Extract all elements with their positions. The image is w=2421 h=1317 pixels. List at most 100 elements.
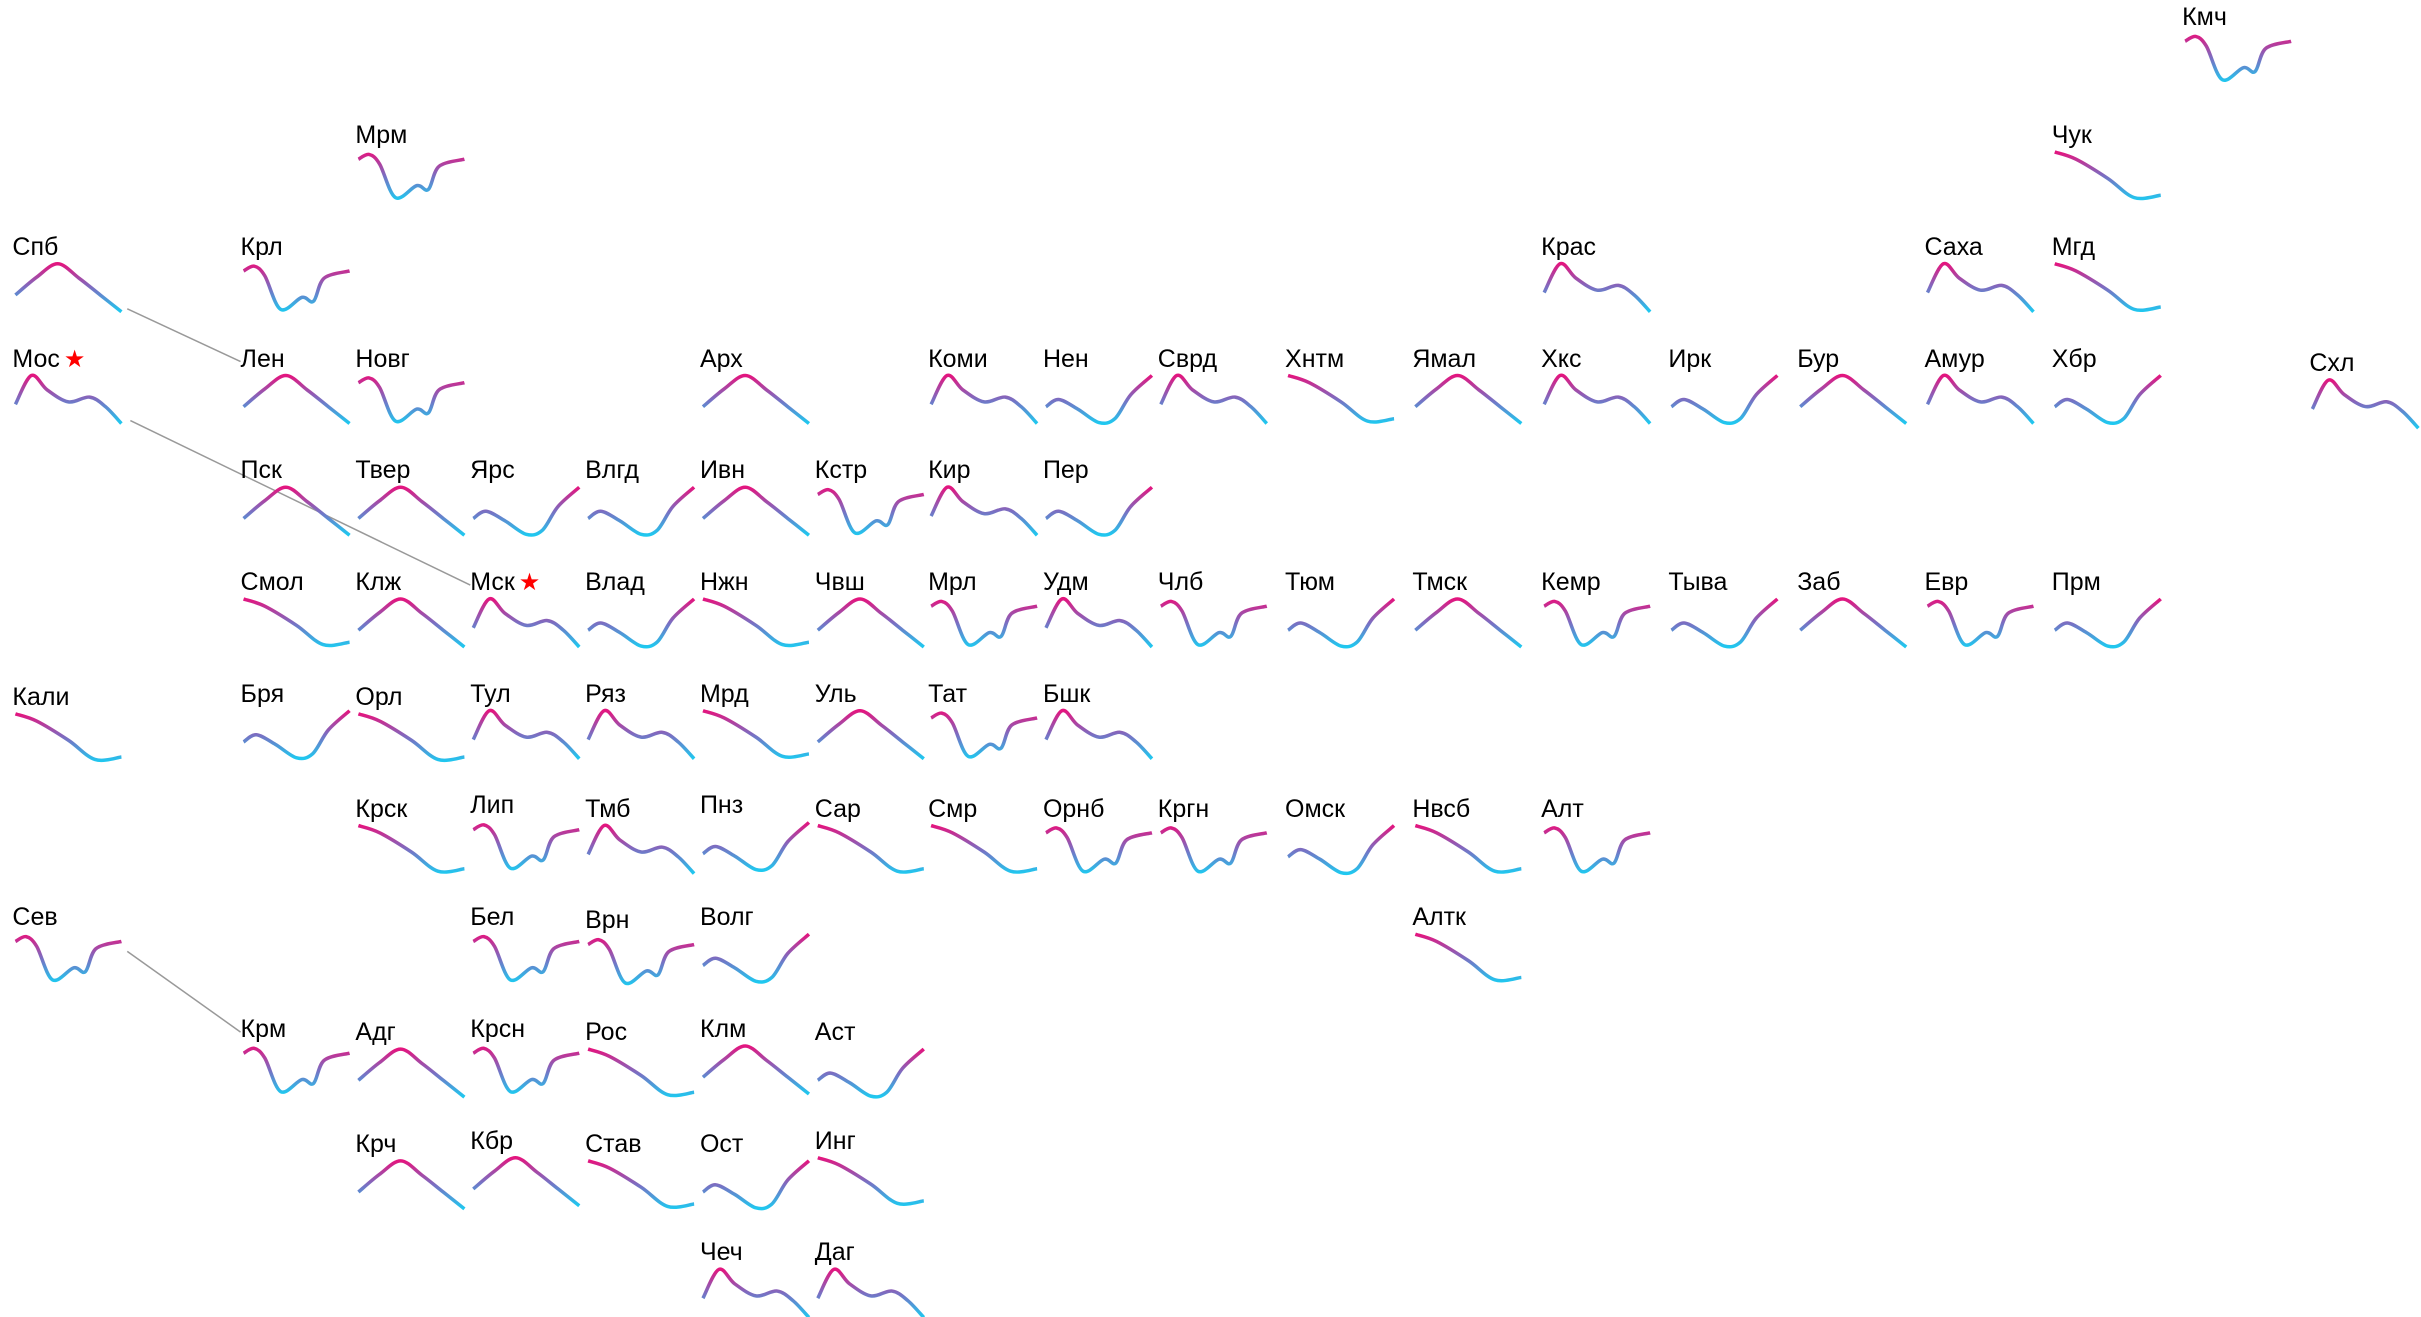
sparkline-Крч [357, 1159, 466, 1211]
region-label: Тыва [1668, 567, 1727, 597]
region-name: Крч [355, 1129, 397, 1158]
region-name: Мгд [2051, 232, 2096, 261]
region-label: Кир [928, 455, 970, 485]
region-name: Хбр [2051, 344, 2097, 373]
region-name: Сев [12, 903, 58, 932]
region-label: Бшк [1043, 679, 1090, 709]
region-label: Нвсб [1412, 794, 1470, 824]
region-name: Кмч [2182, 3, 2227, 32]
region-name: Заб [1797, 568, 1841, 596]
region-label: Волг [700, 902, 754, 932]
sparkline-Заб [1799, 597, 1908, 649]
sparkline-Лен [242, 373, 351, 425]
region-name: Нжн [699, 568, 749, 596]
region-name: Пск [240, 456, 282, 485]
sparkline-Удм [1044, 597, 1154, 649]
sparkline-Арх [701, 373, 811, 425]
sparkline-Аст [816, 1047, 925, 1099]
region-name: Коми [928, 344, 988, 373]
region-name: Став [585, 1129, 642, 1158]
region-label: Пнз [700, 790, 743, 820]
region-name: Чвш [814, 568, 865, 596]
region-name: Алт [1541, 794, 1584, 823]
region-name: Сврд [1157, 344, 1218, 373]
sparkline-Уль [816, 708, 925, 761]
region-name: Новг [355, 344, 410, 373]
region-name: Ярс [470, 456, 515, 485]
sparkline-Тюм [1287, 597, 1396, 649]
sparkline-Нен [1044, 374, 1154, 426]
sparkline-Тат [930, 711, 1038, 759]
region-name: Крск [355, 794, 408, 823]
region-name: Мрл [928, 568, 977, 596]
sparkline-Орнб [1045, 826, 1153, 874]
sparkline-Клм [701, 1044, 811, 1096]
region-label: Чук [2052, 120, 2092, 150]
region-label: Крч [355, 1129, 396, 1159]
region-name: Прм [2051, 568, 2101, 596]
sparkline-Мрм [357, 152, 465, 200]
region-label: Хнтм [1285, 344, 1344, 374]
region-label: Евр [1924, 567, 1968, 597]
region-label: Кемр [1541, 567, 1601, 597]
region-name: Твер [355, 456, 411, 485]
sparkline-Крсн [472, 1046, 580, 1094]
region-name: Сар [814, 794, 861, 823]
sparkline-Бел [472, 934, 580, 983]
sparkline-Хкс [1542, 373, 1652, 425]
region-label: Тул [470, 679, 510, 709]
region-label: Твер [355, 455, 410, 485]
sparkline-Кали [14, 712, 122, 763]
region-name: Уль [814, 679, 857, 708]
region-label: Амур [1924, 344, 1984, 374]
region-label: Смол [241, 567, 304, 597]
region-name: Спб [12, 232, 59, 261]
region-label: Орнб [1043, 794, 1104, 824]
region-name: Бел [470, 903, 515, 932]
region-label: Бел [470, 902, 514, 932]
region-label: Мрм [355, 120, 407, 150]
sparkline-Алт [1543, 826, 1651, 874]
sparkline-Новг [357, 376, 465, 424]
region-label: Омск [1285, 794, 1345, 824]
sparkline-Лип [472, 823, 580, 871]
region-label: Коми [928, 344, 988, 374]
sparkline-Кстр [816, 487, 925, 536]
star-icon: ★ [63, 345, 86, 373]
star-icon: ★ [518, 569, 541, 596]
region-name: Крас [1541, 232, 1596, 261]
region-label: Смр [928, 794, 977, 824]
region-label: Мрд [700, 679, 749, 709]
region-label: Инг [815, 1126, 856, 1156]
region-label: Алт [1541, 794, 1584, 824]
sparkline-Кир [929, 485, 1039, 537]
region-name: Влгд [585, 456, 639, 485]
region-name: Ямал [1412, 344, 1477, 373]
sparkline-Евр [1926, 599, 2034, 647]
region-name: Крл [240, 232, 283, 261]
sparkline-Сврд [1159, 373, 1269, 425]
sparkline-Влгд [587, 485, 696, 537]
region-label: Сар [815, 794, 861, 824]
sparkline-Мск [471, 597, 581, 649]
region-label: Арх [700, 344, 743, 374]
region-label: Ост [700, 1129, 743, 1159]
sparkline-Ирк [1670, 374, 1779, 426]
sparkline-Адг [357, 1047, 466, 1099]
region-name: Ряз [585, 679, 626, 708]
region-label: Орл [355, 682, 402, 712]
region-name: Влад [585, 568, 645, 596]
sparkline-Кемр [1543, 599, 1651, 647]
region-name: Бря [240, 679, 285, 708]
region-label: Кмч [2182, 2, 2227, 32]
region-label: Тат [928, 679, 967, 709]
sparkline-Инг [817, 1156, 925, 1206]
sparkline-Амур [1925, 373, 2035, 425]
region-name: Лип [470, 791, 515, 820]
region-name: Волг [699, 903, 754, 932]
sparkline-Чвш [816, 597, 925, 649]
region-name: Бшк [1042, 679, 1091, 708]
sparkline-Ост [701, 1159, 811, 1211]
sparkline-Кмч [2184, 34, 2292, 82]
